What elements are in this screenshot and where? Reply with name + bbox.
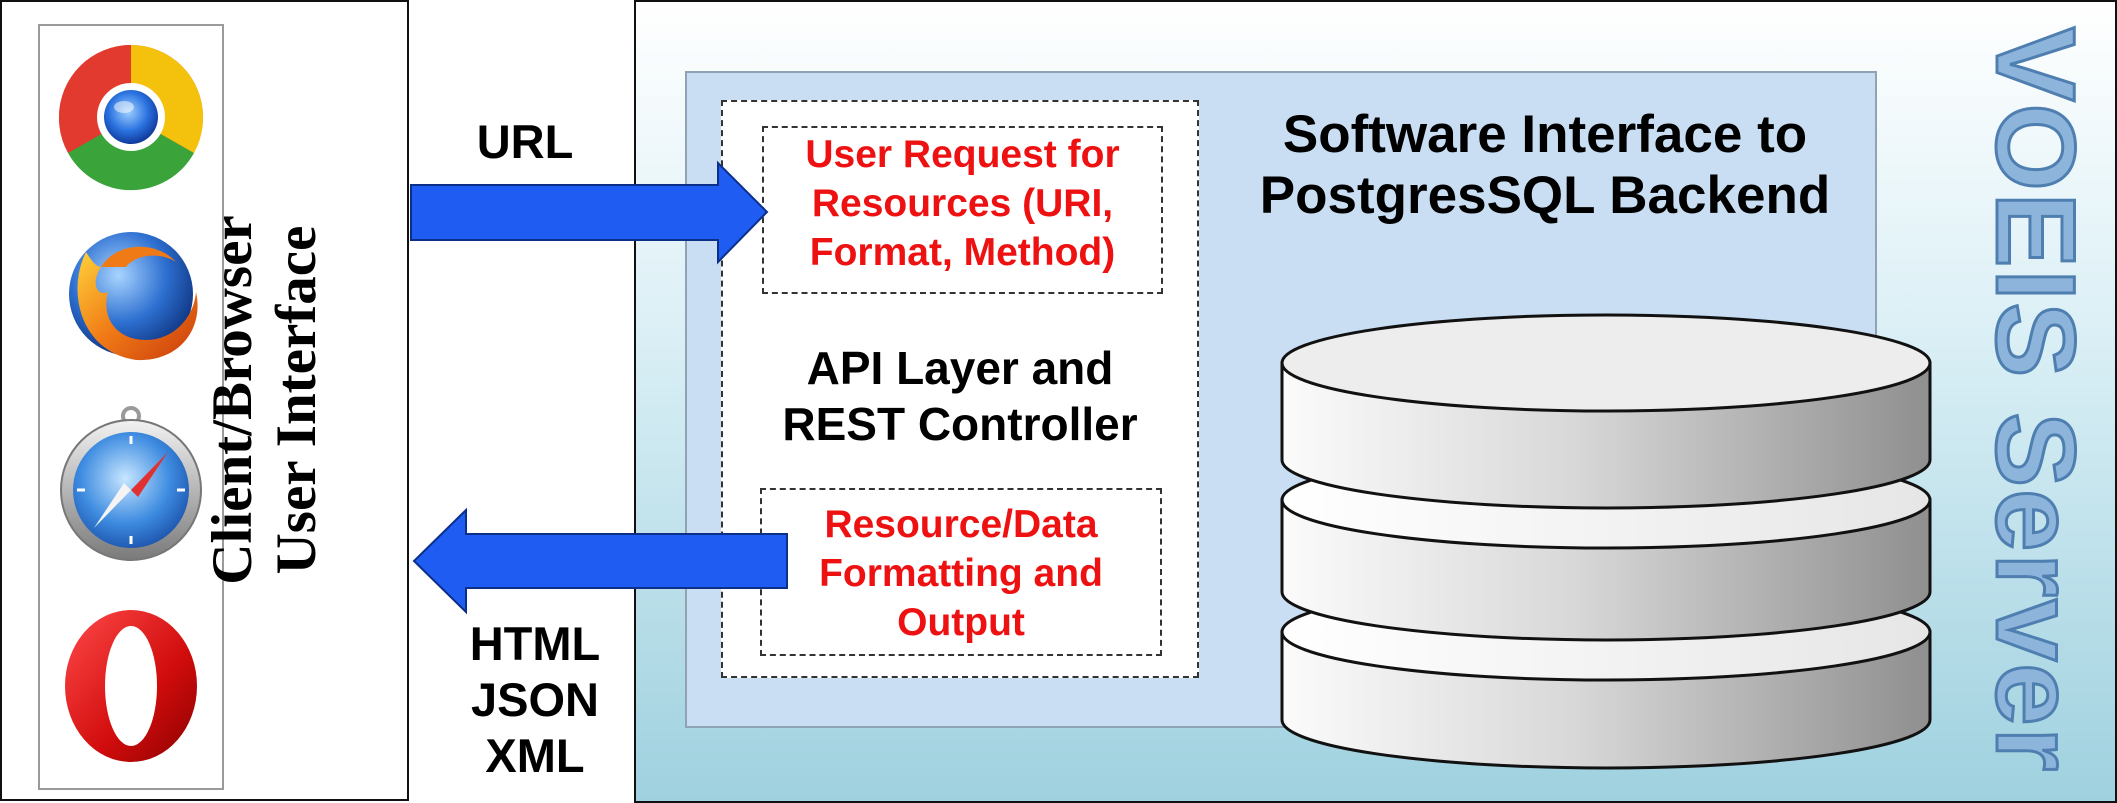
safari-icon	[60, 406, 202, 561]
format-html: HTML	[469, 617, 601, 670]
response-formats-label: HTML JSON XML	[450, 616, 620, 784]
request-line-2: Resources (URI,	[811, 182, 1114, 225]
request-line-3: Format, Method)	[809, 231, 1116, 274]
api-title-line2: REST Controller	[782, 398, 1138, 450]
user-request-text: User Request for Resources (URI, Format,…	[762, 130, 1163, 277]
browser-icon-strip	[38, 24, 224, 790]
software-title-line2: PostgresSQL Backend	[1259, 166, 1831, 225]
software-interface-title: Software Interface to PostgresSQL Backen…	[1200, 104, 1890, 226]
format-xml: XML	[485, 729, 585, 782]
output-line-3: Output	[897, 601, 1025, 644]
api-title-line1: API Layer and	[806, 342, 1114, 394]
request-arrow	[410, 160, 769, 265]
chrome-icon	[58, 45, 204, 191]
api-layer-box	[721, 100, 1199, 678]
firefox-icon	[69, 232, 198, 361]
voeis-server-label: VOEIS Server	[1972, 25, 2100, 774]
format-json: JSON	[471, 673, 599, 726]
opera-icon	[65, 610, 197, 762]
response-arrow	[412, 507, 788, 615]
api-layer-title: API Layer and REST Controller	[721, 340, 1199, 452]
formatting-output-text: Resource/Data Formatting and Output	[760, 500, 1162, 647]
request-line-1: User Request for	[805, 133, 1120, 176]
url-label: URL	[476, 115, 574, 168]
output-line-1: Resource/Data	[824, 503, 1098, 546]
software-title-line1: Software Interface to	[1282, 105, 1808, 164]
output-line-2: Formatting and	[819, 552, 1103, 595]
